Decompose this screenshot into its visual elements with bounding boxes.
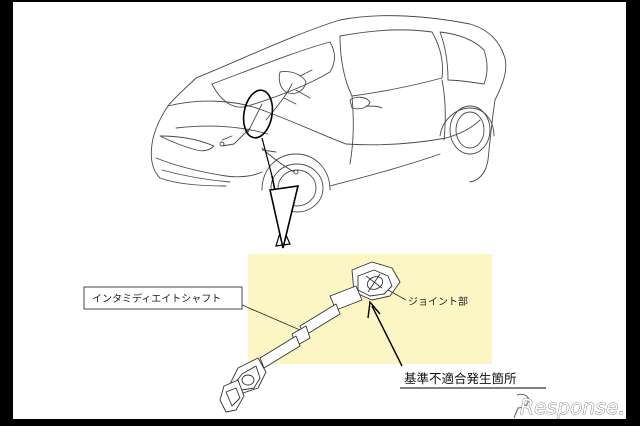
defect-label: 基準不適合発生箇所 (404, 371, 517, 386)
intermediate-shaft (219, 261, 401, 413)
watermark-text: Response. (520, 395, 625, 419)
response-watermark: Response. (513, 393, 625, 419)
shaft-leader (241, 304, 301, 331)
defect-arrow (367, 300, 403, 367)
highlight-ellipse (242, 89, 274, 139)
joint-leader (387, 289, 407, 301)
joint-label: ジョイント部 (408, 295, 468, 308)
shaft-label: インタミディエイトシャフト (92, 292, 221, 305)
down-arrow (269, 175, 300, 249)
shaft-label-box (83, 286, 243, 310)
car-illustration (150, 15, 507, 213)
